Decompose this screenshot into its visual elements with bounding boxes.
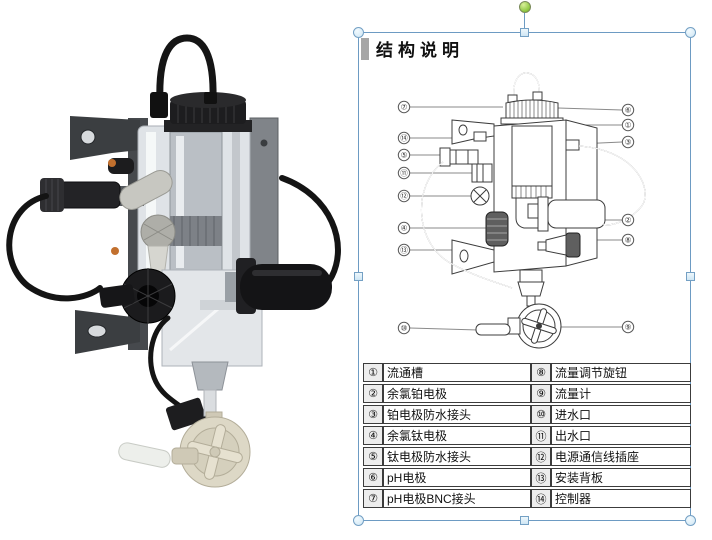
part-number: ⑨: [531, 384, 551, 403]
callout-4: ④: [397, 221, 411, 235]
handle-bottom-right[interactable]: [685, 515, 696, 526]
part-number: ②: [363, 384, 383, 403]
part-number: ⑤: [363, 447, 383, 466]
part-number: ③: [363, 405, 383, 424]
handle-bottom-mid[interactable]: [520, 516, 529, 525]
part-number: ⑫: [531, 447, 551, 466]
svg-text:⑥: ⑥: [625, 106, 632, 115]
svg-text:⑬: ⑬: [400, 246, 408, 255]
chlorine-electrode: [236, 258, 332, 314]
part-label: 流量调节旋钮: [551, 363, 691, 382]
svg-text:⑦: ⑦: [401, 103, 408, 112]
svg-text:⑧: ⑧: [625, 236, 632, 245]
callout-6: ⑥: [621, 103, 635, 117]
handle-top-left[interactable]: [353, 27, 364, 38]
handle-top-right[interactable]: [685, 27, 696, 38]
part-label: 安装背板: [551, 468, 691, 487]
svg-text:⑫: ⑫: [400, 192, 408, 201]
svg-text:⑪: ⑪: [400, 169, 408, 178]
panel-title: 结构说明: [376, 41, 464, 60]
product-photo: [6, 34, 341, 488]
flow-meter-photo: [118, 411, 251, 488]
part-label: 出水口: [551, 426, 691, 445]
callout-1: ①: [621, 118, 635, 132]
svg-text:④: ④: [401, 224, 408, 233]
svg-text:③: ③: [625, 138, 632, 147]
callout-13: ⑬: [397, 243, 411, 257]
table-row: ④ 余氯钛电极 ⑪ 出水口: [363, 426, 691, 445]
bottom-fitting: [191, 361, 229, 417]
part-number: ①: [363, 363, 383, 382]
parts-table: ① 流通槽 ⑧ 流量调节旋钮 ② 余氯铂电极 ⑨ 流量计 ③ 铂电极防水接头 ⑩…: [363, 361, 691, 510]
table-row: ⑥ pH电极 ⑬ 安装背板: [363, 468, 691, 487]
svg-text:⑩: ⑩: [401, 324, 408, 333]
bnc-cable-loop: [150, 34, 217, 118]
callout-10: ⑩: [397, 321, 411, 335]
callout-3: ③: [621, 135, 635, 149]
callout-2: ②: [621, 213, 635, 227]
table-row: ③ 铂电极防水接头 ⑩ 进水口: [363, 405, 691, 424]
panel-header: 结构说明: [361, 36, 464, 61]
structure-diagram: ⑦ ⑭ ⑤ ⑪ ⑫ ④ ⑬ ⑩ ⑥ ① ③ ② ⑧ ⑨: [397, 72, 646, 349]
part-label: 铂电极防水接头: [383, 405, 531, 424]
table-row: ② 余氯铂电极 ⑨ 流量计: [363, 384, 691, 403]
rotation-handle[interactable]: [519, 1, 531, 13]
part-label: 电源通信线插座: [551, 447, 691, 466]
handle-left-mid[interactable]: [354, 272, 363, 281]
svg-text:①: ①: [625, 121, 632, 130]
part-number: ⑬: [531, 468, 551, 487]
part-label: 流通槽: [383, 363, 531, 382]
svg-text:⑤: ⑤: [401, 151, 408, 160]
svg-text:⑭: ⑭: [400, 134, 408, 143]
part-number: ⑦: [363, 489, 383, 508]
callout-14: ⑭: [397, 131, 411, 145]
parts-table-wrap[interactable]: ① 流通槽 ⑧ 流量调节旋钮 ② 余氯铂电极 ⑨ 流量计 ③ 铂电极防水接头 ⑩…: [363, 361, 691, 510]
part-number: ⑭: [531, 489, 551, 508]
svg-text:⑨: ⑨: [625, 323, 632, 332]
part-label: 余氯钛电极: [383, 426, 531, 445]
callout-7: ⑦: [397, 100, 411, 114]
handle-bottom-left[interactable]: [353, 515, 364, 526]
handle-top-mid[interactable]: [520, 28, 529, 37]
part-number: ⑪: [531, 426, 551, 445]
table-row: ⑦ pH电极BNC接头 ⑭ 控制器: [363, 489, 691, 508]
table-row: ① 流通槽 ⑧ 流量调节旋钮: [363, 363, 691, 382]
lower-cable: [148, 315, 183, 409]
title-accent-bar: [361, 37, 369, 60]
part-label: 钛电极防水接头: [383, 447, 531, 466]
part-label: 进水口: [551, 405, 691, 424]
part-label: 流量计: [551, 384, 691, 403]
callout-12: ⑫: [397, 189, 411, 203]
callout-5: ⑤: [397, 148, 411, 162]
callout-8: ⑧: [621, 233, 635, 247]
part-label: 控制器: [551, 489, 691, 508]
handle-right-mid[interactable]: [686, 272, 695, 281]
left-cable: [6, 193, 103, 302]
table-row: ⑤ 钛电极防水接头 ⑫ 电源通信线插座: [363, 447, 691, 466]
svg-text:②: ②: [625, 216, 632, 225]
callout-9: ⑨: [621, 320, 635, 334]
part-number: ⑧: [531, 363, 551, 382]
flow-cell-drawing: [421, 72, 646, 349]
part-label: pH电极: [383, 468, 531, 487]
electrode-nut: [99, 268, 176, 324]
part-number: ⑥: [363, 468, 383, 487]
part-label: 余氯铂电极: [383, 384, 531, 403]
part-number: ⑩: [531, 405, 551, 424]
part-label: pH电极BNC接头: [383, 489, 531, 508]
part-number: ④: [363, 426, 383, 445]
callout-11: ⑪: [397, 166, 411, 180]
rotation-stem: [524, 13, 525, 32]
